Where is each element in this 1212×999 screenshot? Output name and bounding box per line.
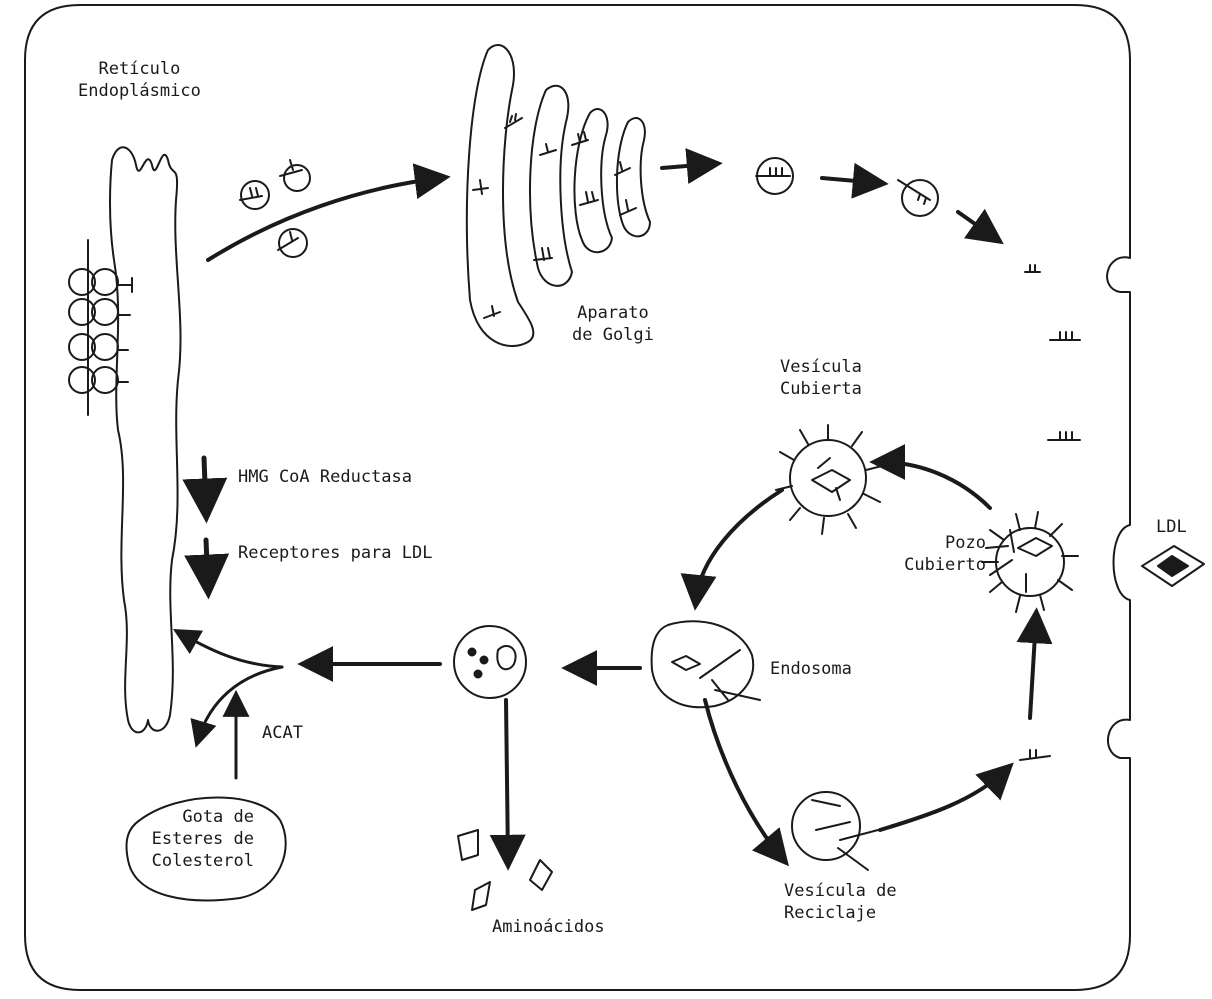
- golgi-cisterna: [617, 118, 650, 236]
- label-cholesterol-droplet: Gota de Esteres de Colesterol: [128, 806, 254, 872]
- label-coated-vesicle: Vesícula Cubierta: [780, 356, 862, 400]
- label-golgi-line1: Aparato: [572, 302, 654, 324]
- arrow-pit-to-coated-vesicle: [880, 462, 990, 508]
- endoplasmic-reticulum: [110, 147, 181, 732]
- golgi-cisterna: [530, 86, 572, 286]
- amino-acid: [472, 882, 490, 910]
- label-droplet-line1: Gota de: [128, 806, 254, 828]
- label-coated-vesicle-line1: Vesícula: [780, 356, 862, 378]
- label-coated-vesicle-line2: Cubierta: [780, 378, 862, 400]
- label-recycling-vesicle: Vesícula de Reciclaje: [784, 880, 897, 924]
- arrow-golgi-out-2: [822, 178, 878, 183]
- arrow-recycling-to-membrane: [880, 770, 1006, 830]
- label-endoplasmic-reticulum: Retículo Endoplásmico: [78, 58, 201, 102]
- label-golgi-line2: de Golgi: [572, 324, 654, 346]
- transport-vesicle: [241, 181, 269, 209]
- label-endosome: Endosoma: [770, 658, 852, 680]
- label-recycling-line2: Reciclaje: [784, 902, 897, 924]
- label-ldl: LDL: [1156, 516, 1187, 538]
- label-er-line2: Endoplásmico: [78, 80, 201, 102]
- coated-vesicle: [790, 440, 866, 516]
- label-pit-line2: Cubierto: [876, 554, 986, 576]
- arrow-to-er: [180, 633, 282, 667]
- transport-vesicle: [284, 165, 310, 191]
- label-coated-pit: Pozo Cubierto: [876, 532, 986, 576]
- label-pit-line1: Pozo: [876, 532, 986, 554]
- golgi-cisterna: [574, 109, 612, 252]
- label-amino-acids: Aminoácidos: [492, 916, 605, 938]
- amino-acid: [458, 830, 478, 860]
- label-golgi: Aparato de Golgi: [572, 302, 654, 346]
- amino-acid: [530, 860, 552, 890]
- label-er-line1: Retículo: [78, 58, 201, 80]
- golgi-cisterna: [467, 45, 534, 346]
- label-ldl-receptors: Receptores para LDL: [238, 542, 432, 564]
- arrow-coated-vesicle-to-endosome: [696, 490, 782, 600]
- label-droplet-line3: Colesterol: [128, 850, 254, 872]
- arrow-hmg-down: [204, 458, 206, 510]
- label-droplet-line2: Esteres de: [128, 828, 254, 850]
- arrow-lysosome-to-aminoacids: [506, 700, 508, 860]
- transport-vesicle: [279, 229, 307, 257]
- coated-pit: [996, 528, 1064, 596]
- arrow-endosome-to-recycling: [705, 700, 782, 858]
- label-acat: ACAT: [262, 722, 303, 744]
- arrow-golgi-out-3: [958, 212, 995, 238]
- arrow-golgi-out-1: [662, 164, 712, 168]
- label-hmg-coa-reductase: HMG CoA Reductasa: [238, 466, 412, 488]
- arrow-receptors-down: [206, 540, 208, 586]
- label-recycling-line1: Vesícula de: [784, 880, 897, 902]
- arrow-membrane-to-pit: [1030, 618, 1036, 718]
